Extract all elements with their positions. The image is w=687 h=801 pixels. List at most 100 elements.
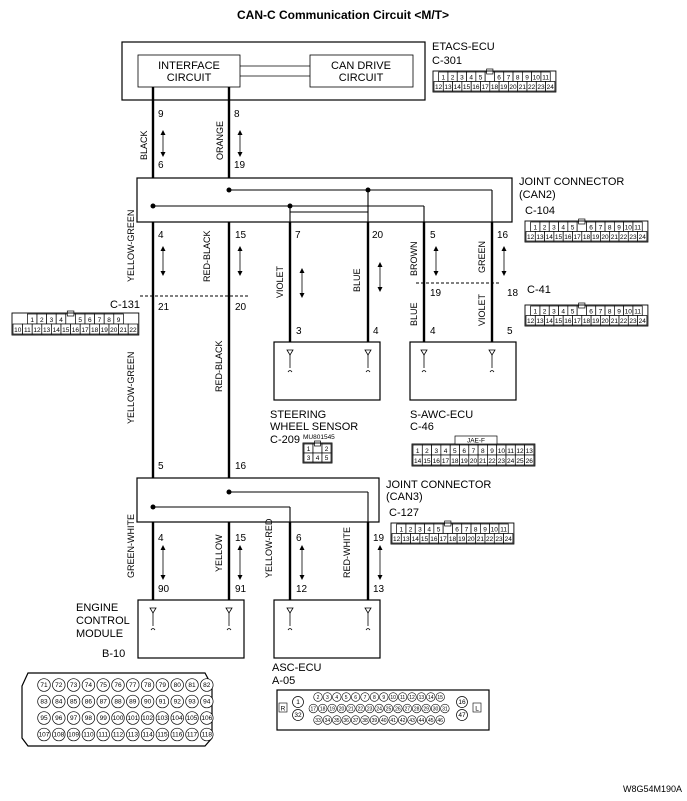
can-drive-circuit-label-2: CIRCUIT (339, 72, 384, 84)
connector-pin-label: 9 (617, 309, 621, 316)
connector-cavity (185, 711, 199, 725)
connector-pin-label: 17 (482, 84, 490, 91)
connector-pin-label: 16 (458, 699, 466, 706)
connector-cavity (66, 711, 81, 725)
connector-pin-label: 20 (509, 84, 517, 91)
connector-pin-label: 14 (428, 695, 434, 701)
connector-cavity (185, 727, 199, 742)
can2-pin-16: 16 (497, 230, 509, 241)
connector-cavity (351, 715, 361, 725)
connector-pin-label: 1 (441, 75, 445, 82)
terminal-icon (225, 607, 233, 631)
connector-cavity (66, 678, 81, 692)
connector-pin-label: 116 (172, 732, 183, 739)
can2-code: C-104 (525, 205, 555, 217)
connector-pin-label: 10 (498, 448, 506, 455)
connector-pin-label: 15 (463, 84, 471, 91)
connector-pin-label: 12 (516, 448, 524, 455)
connector-pin-label: 15 (423, 458, 431, 465)
connector-pin-label: 76 (114, 682, 122, 689)
connector-cavity (96, 694, 110, 709)
connector-pin-label: 10 (491, 527, 499, 534)
connector-cavity (341, 692, 351, 702)
connector-cavity (398, 715, 408, 725)
connector-pin-label: 12 (527, 318, 535, 325)
double-arrow-icon (237, 246, 243, 276)
connector-pin-label: 15 (555, 318, 563, 325)
connector-pin-label: 1 (533, 225, 537, 232)
connector-pin-label: 6 (88, 317, 92, 324)
connector-pin-label: 6 (354, 695, 357, 701)
connector-cavity (416, 715, 427, 725)
connector-pin-label: 1 (416, 448, 420, 455)
connector-cavity (140, 694, 155, 709)
connector-cavity (155, 711, 170, 725)
connector-pin-label: 1 (30, 317, 34, 324)
connector-pin-label: 103 (157, 715, 168, 722)
connector-cavity (200, 694, 214, 709)
connector-pin-label: 32 (294, 712, 302, 719)
connector-cavity (81, 694, 96, 709)
connector-cavity (81, 727, 96, 742)
can3-name-1: JOINT CONNECTOR (386, 479, 491, 491)
connector-cavity (155, 694, 170, 709)
connector-cavity (637, 231, 648, 242)
connector-pin-label: 38 (362, 718, 368, 724)
terminal-icon (364, 607, 372, 631)
connector-pin-label: 16 (72, 327, 80, 334)
connector-pin-label: 37 (353, 718, 359, 724)
connector-pin-label: 5 (571, 309, 575, 316)
wire-color-red-white: RED-WHITE (342, 527, 352, 578)
connector-pin-label: 42 (400, 718, 406, 724)
connector-pin-label: 11 (507, 448, 514, 455)
wire-color-violet-b: VIOLET (477, 293, 487, 326)
can-drive-circuit-box (309, 54, 414, 88)
connector-pin-label: 26 (395, 707, 401, 713)
connector-cavity (126, 727, 140, 742)
connector-pin-label: 16 (564, 318, 572, 325)
connector-pin-label: 83 (40, 699, 48, 706)
double-arrow-icon (160, 545, 166, 580)
can2-pin-6: 6 (158, 160, 164, 171)
connector-pin-label: 6 (497, 75, 501, 82)
connector-pin-label: 8 (373, 695, 376, 701)
connector-pin-label: 19 (500, 84, 508, 91)
connector-pin-label: 3 (418, 527, 422, 534)
ecm-code: B-10 (102, 648, 125, 660)
connector-pin-label: 15 (555, 234, 563, 241)
connector-cavity (379, 715, 389, 725)
interface-circuit-label-1: INTERFACE (158, 60, 220, 72)
connector-pin-label: 1 (307, 446, 311, 453)
connector-pin-label: 9 (382, 695, 385, 701)
connector-cavity (332, 692, 342, 702)
connector-pin-label: 1 (296, 699, 300, 706)
connector-cavity (140, 711, 155, 725)
ecm-name-2: CONTROL (76, 615, 130, 627)
connector-pin-label: 19 (592, 318, 600, 325)
connector-pin-label: 97 (70, 715, 78, 722)
connector-pin-label: 93 (188, 699, 196, 706)
connector-cavity (398, 692, 408, 702)
connector-cavity (426, 692, 436, 702)
connector-pin-label: 6 (589, 225, 593, 232)
connector-pin-label: 11 (634, 225, 641, 232)
can3-pin-16: 16 (235, 461, 247, 472)
ecm-name-3: MODULE (76, 628, 123, 640)
connector-pin-label: 74 (85, 682, 93, 689)
connector-pin-label: 12 (393, 536, 401, 543)
connector-pin-label: 89 (129, 699, 137, 706)
can2-pin-7: 7 (295, 230, 301, 241)
connector-cavity (412, 703, 422, 714)
connector-cavity (369, 715, 380, 725)
connector-pin-label: 9 (490, 448, 494, 455)
connector-cavity (360, 692, 370, 702)
connector-pin-label: 79 (159, 682, 167, 689)
connector-pin-label: 22 (358, 707, 364, 713)
can2-pin-5: 5 (430, 230, 436, 241)
steering-name-1: STEERING (270, 409, 326, 421)
